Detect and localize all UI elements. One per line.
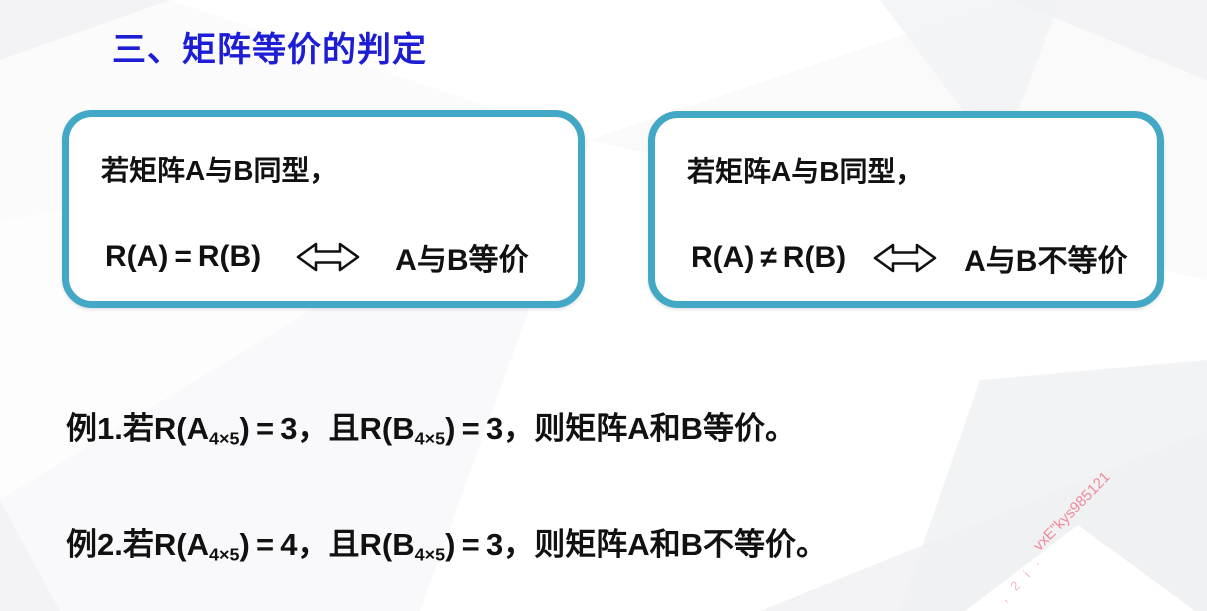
condition-text: 若矩阵A与B同型，: [101, 155, 338, 186]
matrix-a-dimension-subscript: 4×5: [208, 544, 240, 565]
example-2-text: 例2.若R(A4×5) = 4，且R(B4×5) = 3，则矩阵A和B不等价。: [66, 519, 827, 564]
watermark-text: vxE"kys985121: [1029, 468, 1114, 555]
condition-text: 若矩阵A与B同型，: [687, 156, 924, 187]
non-equivalence-conclusion: A与B不等价: [964, 245, 1128, 278]
matrix-b-dimension-subscript: 4×5: [414, 428, 446, 449]
matrix-a-dimension-subscript: 4×5: [208, 428, 240, 449]
example-2-part: ) = 4，且R(B: [239, 527, 415, 562]
example-2-part: ) = 3，则矩阵A和B不等价。: [445, 527, 827, 562]
example-1-text: 例1.若R(A4×5) = 3，且R(B4×5) = 3，则矩阵A和B等价。: [66, 403, 796, 448]
matrix-b-dimension-subscript: 4×5: [414, 544, 446, 565]
rule-box-equivalent: 若矩阵A与B同型， R(A) = R(B) A与B等价: [62, 110, 585, 308]
double-left-right-arrow-icon: [873, 243, 937, 273]
rank-inequality-formula: R(A) ≠ R(B): [691, 241, 847, 274]
equivalence-conclusion: A与B等价: [395, 244, 529, 277]
example-1-part: ) = 3，则矩阵A和B等价。: [445, 411, 796, 446]
formula-row: R(A) ≠ R(B) A与B不等价: [691, 236, 1127, 280]
example-2-part: 例2.若R(A: [66, 527, 209, 562]
rule-box-not-equivalent: 若矩阵A与B同型， R(A) ≠ R(B) A与B不等价: [648, 111, 1164, 308]
double-left-right-arrow-icon: [296, 242, 360, 272]
example-1-part: 例1.若R(A: [66, 411, 209, 446]
slide-title: 三、矩阵等价的判定: [112, 31, 427, 69]
watermark-fragment-text: , 2 i ·: [996, 553, 1047, 605]
formula-row: R(A) = R(B) A与B等价: [105, 235, 529, 279]
rank-equality-formula: R(A) = R(B): [105, 240, 262, 273]
example-1-part: ) = 3，且R(B: [239, 411, 415, 446]
